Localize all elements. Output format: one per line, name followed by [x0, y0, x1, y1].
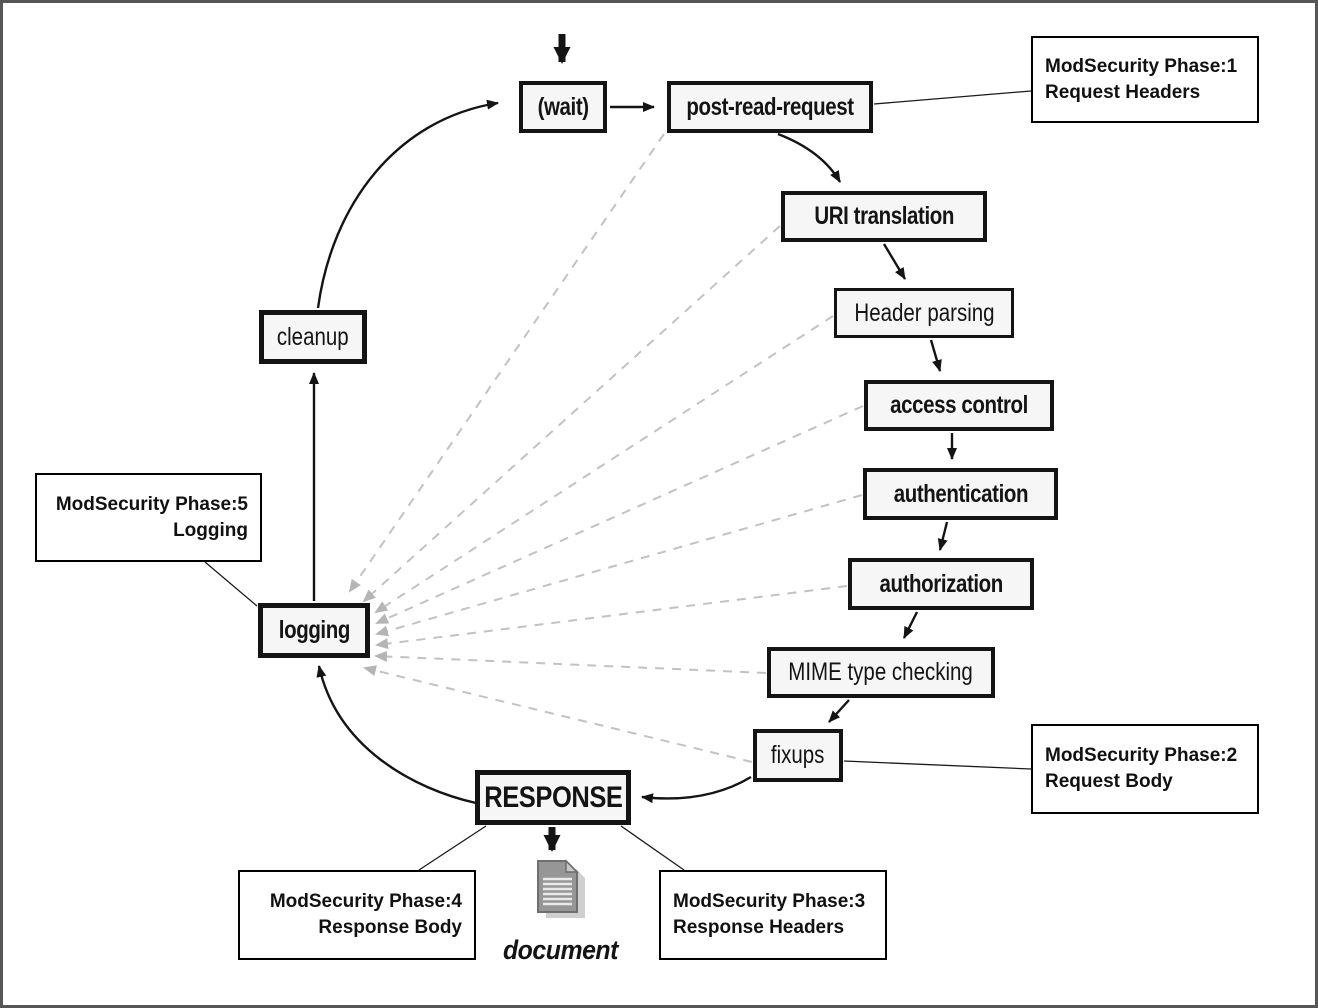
- node-logging-label: logging: [278, 616, 350, 644]
- callout-phase5-title: ModSecurity Phase:5: [55, 493, 248, 515]
- node-fixups: fixups: [753, 729, 843, 782]
- node-cleanup-label: cleanup: [277, 322, 349, 351]
- node-header-parsing-label: Header parsing: [853, 298, 995, 327]
- callout-phase2: ModSecurity Phase:2 Request Body: [1031, 724, 1259, 814]
- document-icon: [537, 859, 585, 918]
- node-response: RESPONSE: [475, 770, 631, 825]
- node-post-read-request: post-read-request: [667, 81, 873, 133]
- node-authentication: authentication: [863, 468, 1058, 520]
- callout-phase4-title: ModSecurity Phase:4: [269, 891, 462, 913]
- node-authorization: authorization: [848, 558, 1034, 610]
- callout-phase4-subtitle: Response Body: [318, 917, 462, 938]
- document-output: document: [498, 856, 622, 965]
- node-authorization-label: authorization: [879, 569, 1003, 598]
- node-mime-type-checking-label: MIME type checking: [788, 658, 974, 686]
- node-response-label: RESPONSE: [483, 780, 623, 814]
- node-mime-type-checking: MIME type checking: [767, 647, 995, 698]
- callout-phase3-subtitle: Response Headers: [673, 917, 845, 938]
- callout-phase2-title: ModSecurity Phase:2: [1045, 745, 1238, 767]
- callout-phase3-title: ModSecurity Phase:3: [673, 891, 866, 913]
- callout-phase5-subtitle: Logging: [173, 519, 248, 541]
- node-authentication-label: authentication: [893, 479, 1028, 508]
- flow-arrows: [309, 34, 957, 852]
- node-wait: (wait): [519, 81, 607, 133]
- node-post-read-request-label: post-read-request: [686, 92, 854, 121]
- node-access-control: access control: [864, 380, 1054, 431]
- document-label: document: [502, 935, 618, 965]
- node-uri-translation-label: URI translation: [814, 202, 954, 230]
- callout-phase3: ModSecurity Phase:3 Response Headers: [659, 870, 887, 960]
- node-cleanup: cleanup: [259, 310, 367, 364]
- callout-phase1-subtitle: Request Headers: [1045, 81, 1201, 103]
- node-wait-label: (wait): [537, 92, 589, 121]
- callout-phase1-title: ModSecurity Phase:1: [1045, 55, 1238, 77]
- node-uri-translation: URI translation: [781, 191, 987, 242]
- callout-phase2-subtitle: Request Body: [1045, 771, 1173, 792]
- callout-phase1: ModSecurity Phase:1 Request Headers: [1031, 36, 1259, 123]
- node-access-control-label: access control: [890, 391, 1028, 419]
- node-header-parsing: Header parsing: [834, 288, 1014, 338]
- node-fixups-label: fixups: [771, 741, 825, 769]
- callout-phase5: ModSecurity Phase:5 Logging: [35, 473, 262, 562]
- node-logging: logging: [258, 603, 370, 658]
- callout-phase4: ModSecurity Phase:4 Response Body: [238, 870, 476, 960]
